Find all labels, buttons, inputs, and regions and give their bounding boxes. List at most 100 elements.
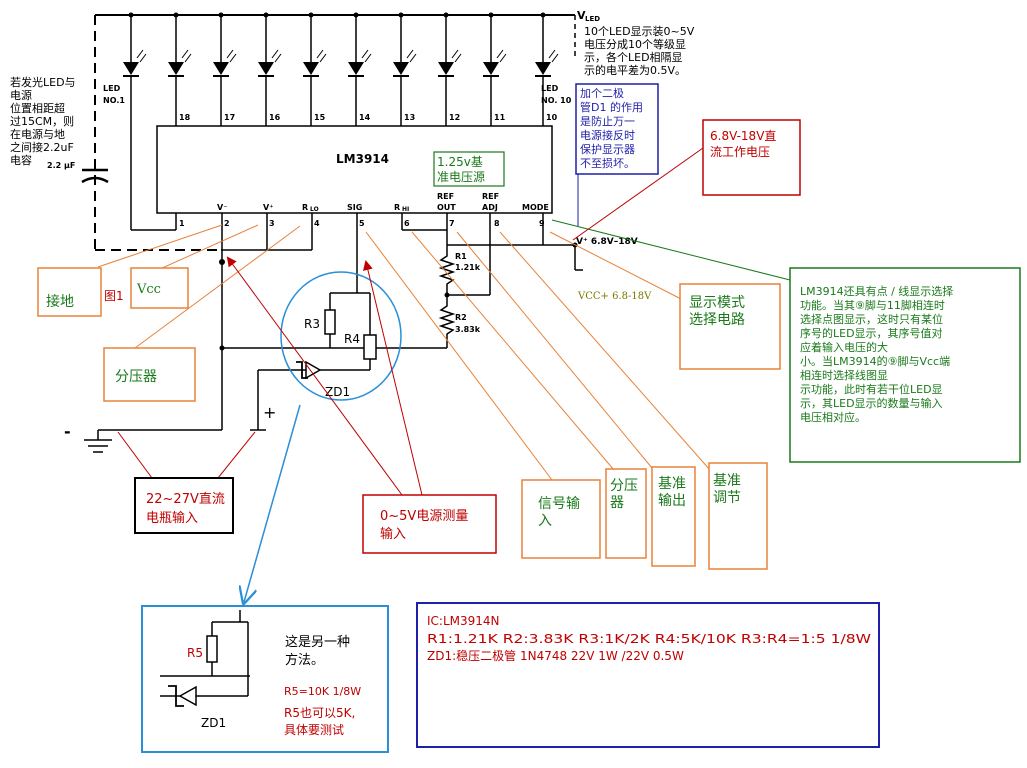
pin-name: V⁺ (263, 203, 273, 212)
svg-text:NO.1: NO.1 (103, 96, 125, 105)
pin-number: 4 (314, 219, 320, 228)
svg-text:信号输: 信号输 (538, 496, 580, 512)
svg-text:器: 器 (610, 495, 624, 511)
svg-text:分压器: 分压器 (115, 369, 157, 385)
svg-text:电压分成10个等级显: 电压分成10个等级显 (584, 37, 686, 51)
vcc-label-box: Vcc (130, 267, 189, 309)
svg-text:不至损坏。: 不至损坏。 (580, 156, 635, 170)
pin1-connection (130, 76, 177, 231)
divider-label-box: 分压器 (103, 347, 196, 402)
svg-text:相连时选择线图显: 相连时选择线图显 (800, 368, 888, 382)
ground-label-box: 接地 (37, 267, 102, 317)
capacitor-note: 若发光LED与 电源 位置相距超 过15CM，则 在电源与地 之间接2.2uF … (10, 75, 76, 167)
chip-name: LM3914 (336, 152, 389, 166)
pin-number: 11 (494, 113, 506, 122)
pin-number: 13 (404, 113, 415, 122)
svg-text:1.25v基: 1.25v基 (437, 155, 483, 169)
svg-text:R1: R1 (455, 252, 467, 261)
svg-text:基准: 基准 (713, 472, 741, 489)
svg-text:具体要测试: 具体要测试 (284, 722, 344, 737)
display-mode-circuit-box: 显示模式 选择电路 (679, 283, 781, 370)
alternative-method-panel: R5 ZD1 这是另一种 方法。 R5=10K 1/8W R5也可以5K, 具体… (141, 605, 389, 753)
svg-text:输出: 输出 (658, 493, 686, 509)
resistor-r2: R2 3.83k (438, 295, 481, 348)
svg-text:基准: 基准 (658, 475, 686, 492)
led-3 (213, 12, 237, 126)
zd1-label: ZD1 (325, 385, 350, 399)
mode-select-note: LM3914还具有点 / 线显示选择 功能。当其⑨脚与11脚相连时 选择点图显示… (789, 267, 1021, 463)
svg-text:V⁺ 6.8V–18V: V⁺ 6.8V–18V (576, 237, 638, 247)
svg-text:LED: LED (585, 15, 600, 23)
svg-text:Vcc: Vcc (136, 282, 161, 297)
svg-text:2.2 μF: 2.2 μF (47, 161, 75, 170)
svg-text:IC:LM3914N: IC:LM3914N (427, 614, 500, 628)
svg-text:这是另一种: 这是另一种 (285, 634, 350, 650)
pin-number: 17 (224, 113, 235, 122)
pin-name-sub: ADJ (482, 203, 498, 212)
svg-text:电瓶输入: 电瓶输入 (146, 510, 198, 526)
svg-text:序号的LED显示，其序号值对: 序号的LED显示，其序号值对 (800, 326, 943, 340)
measurement-input-box: 0~5V电源测量 输入 (362, 494, 497, 554)
pin-name: R (394, 203, 400, 212)
svg-text:显示模式: 显示模式 (689, 295, 745, 311)
pin-number: 1 (179, 219, 185, 228)
svg-text:示，其LED显示的数量与输入: 示，其LED显示的数量与输入 (800, 396, 943, 410)
svg-text:准电压源: 准电压源 (437, 170, 485, 184)
svg-text:输入: 输入 (380, 526, 406, 542)
reference-voltage-box: 1.25v基 准电压源 (433, 151, 505, 187)
pin-number: 14 (359, 113, 371, 122)
svg-text:电容: 电容 (10, 153, 32, 167)
svg-text:R5也可以5K,: R5也可以5K, (284, 706, 355, 720)
figure-label: 图1 (104, 289, 124, 303)
svg-text:在电源与地: 在电源与地 (10, 127, 65, 141)
pin-name-sub: LO (310, 206, 319, 213)
svg-text:ZD1:稳压二极管 1N4748 22V 1W /22V: ZD1:稳压二极管 1N4748 22V 1W /22V 0.5W (427, 648, 684, 663)
signal-input-box: 信号输 入 (521, 479, 601, 559)
pin-name: V⁻ (217, 203, 227, 212)
svg-text:R5=10K 1/8W: R5=10K 1/8W (284, 685, 361, 698)
svg-text:R2: R2 (455, 313, 467, 322)
pin-number: 16 (269, 113, 281, 122)
svg-text:示，各个LED相隔显: 示，各个LED相隔显 (584, 50, 683, 64)
svg-text:分压: 分压 (610, 478, 638, 494)
pin-number: 12 (449, 113, 460, 122)
svg-text:电源接反时: 电源接反时 (580, 128, 635, 142)
input-network (250, 240, 377, 431)
pointer-lines (97, 147, 791, 602)
svg-text:22~27V直流: 22~27V直流 (146, 492, 225, 507)
r4-label: R4 (344, 332, 360, 346)
battery-input-box: 22~27V直流 电瓶输入 (134, 477, 234, 534)
svg-text:示功能，此时有若干位LED显: 示功能，此时有若干位LED显 (800, 382, 943, 396)
led-2 (168, 12, 192, 126)
led-no10-label: LED NO. 10 (541, 84, 572, 105)
led-5 (303, 12, 327, 126)
svg-text:流工作电压: 流工作电压 (710, 145, 770, 159)
parts-list-panel: IC:LM3914N R1:1.21K R2:3.83K R3:1K/2K R4… (416, 602, 880, 748)
led-1 (123, 12, 147, 77)
ground-wire (84, 259, 225, 453)
svg-text:是防止万一: 是防止万一 (580, 114, 635, 128)
led-4 (258, 12, 282, 126)
svg-text:选择点图显示，这时只有某位: 选择点图显示，这时只有某位 (800, 312, 943, 326)
pin-name: MODE (522, 203, 549, 212)
led-array (123, 12, 559, 126)
svg-text:选择电路: 选择电路 (689, 312, 745, 328)
svg-text:保护显示器: 保护显示器 (580, 142, 635, 156)
vplus-supply: V⁺ 6.8V–18V (572, 15, 638, 271)
svg-text:管D1 的作用: 管D1 的作用 (580, 100, 643, 114)
svg-text:R5: R5 (187, 646, 203, 660)
diode-protection-note: 加个二极 管D1 的作用 是防止万一 电源接反时 保护显示器 不至损坏。 (575, 83, 659, 175)
input-network-highlight (280, 271, 402, 401)
svg-text:R1:1.21K R2:3.83K R3:1K/2K: R1:1.21K R2:3.83K R3:1K/2K R4:5K/10K R3:… (427, 632, 871, 646)
resistor-r1: R1 1.21k (438, 245, 481, 295)
svg-text:应着输入电压的大: 应着输入电压的大 (800, 340, 888, 354)
svg-text:入: 入 (538, 513, 552, 529)
svg-text:V: V (577, 9, 586, 22)
pin-number: 3 (269, 219, 275, 228)
vcc-supply-label: VCC+ 6.8-18V (577, 291, 652, 302)
svg-text:示的电平差为0.5V。: 示的电平差为0.5V。 (584, 63, 686, 77)
svg-text:LED: LED (541, 84, 559, 93)
pin-name-sub: OUT (437, 203, 456, 212)
